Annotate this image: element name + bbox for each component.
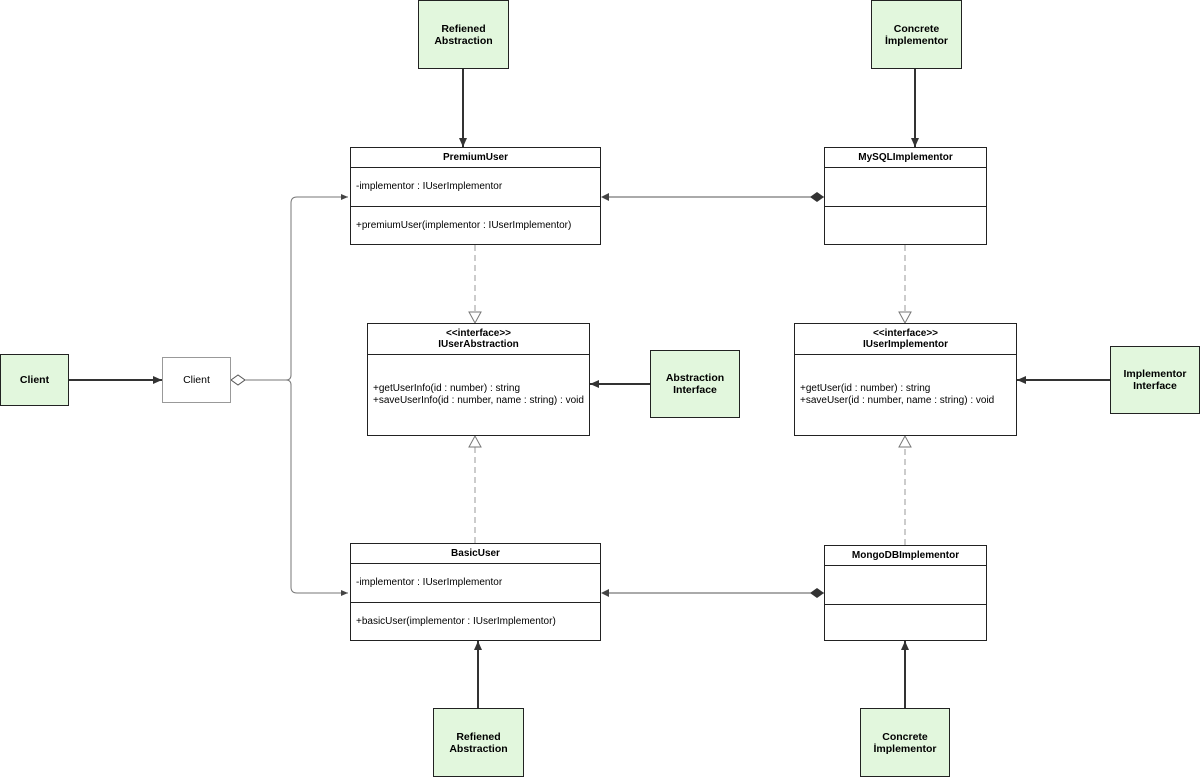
note-line: Abstraction <box>434 34 493 47</box>
attribute: -implementor : IUserImplementor <box>356 577 503 588</box>
client-box: Client <box>162 357 231 403</box>
interface-iuserimplementor: <<interface>> IUserImplementor +getUser(… <box>794 323 1017 436</box>
note-client: Client <box>0 354 69 406</box>
note-line: Concrete <box>882 730 928 743</box>
class-attributes <box>825 566 986 605</box>
aggregation-branch <box>245 194 348 381</box>
note-line: Refiened <box>456 730 501 743</box>
class-name: IUserAbstraction <box>438 339 519 350</box>
note-line: Client <box>19 374 50 386</box>
attribute: -implementor : IUserImplementor <box>356 181 503 192</box>
class-methods: +getUser(id : number) : string +saveUser… <box>795 355 1016 435</box>
method: +saveUserInfo(id : number, name : string… <box>373 395 584 406</box>
class-name: MySQLImplementor <box>858 152 953 163</box>
class-methods <box>825 605 986 640</box>
class-name: BasicUser <box>451 548 500 559</box>
stereotype: <<interface>> <box>445 328 512 339</box>
note-line: Interface <box>673 384 717 396</box>
note-line: Abstraction <box>449 742 508 755</box>
note-line: İmplementor <box>884 34 948 47</box>
class-header: PremiumUser <box>351 148 600 168</box>
class-methods: +getUserInfo(id : number) : string +save… <box>368 355 589 435</box>
note-line: Implementor <box>1123 368 1187 380</box>
method: +saveUser(id : number, name : string) : … <box>800 395 995 406</box>
note-line: Abstraction <box>665 372 725 384</box>
method: +getUserInfo(id : number) : string <box>373 383 521 394</box>
class-header: MySQLImplementor <box>825 148 986 168</box>
class-header: <<interface>> IUserImplementor <box>795 324 1016 355</box>
class-name: IUserImplementor <box>862 339 949 350</box>
class-header: BasicUser <box>351 544 600 564</box>
class-name: MongoDBImplementor <box>851 550 960 561</box>
composition-arrowhead-basicuser <box>601 589 609 597</box>
aggregation-branch-bottom <box>285 379 348 596</box>
class-basicuser: BasicUser -implementor : IUserImplemento… <box>350 543 601 641</box>
interface-iuserabstraction: <<interface>> IUserAbstraction +getUserI… <box>367 323 590 436</box>
class-mysqlimplementor: MySQLImplementor <box>824 147 987 245</box>
class-methods: +premiumUser(implementor : IUserImplemen… <box>351 207 600 244</box>
note-line: Interface <box>1133 380 1177 392</box>
class-premiumuser: PremiumUser -implementor : IUserImplemen… <box>350 147 601 245</box>
note-line: Refiened <box>441 22 486 35</box>
class-attributes: -implementor : IUserImplementor <box>351 564 600 603</box>
stereotype: <<interface>> <box>872 328 939 339</box>
composition-arrowhead-premiumuser <box>601 193 609 201</box>
method: +premiumUser(implementor : IUserImplemen… <box>356 219 572 231</box>
class-header: <<interface>> IUserAbstraction <box>368 324 589 355</box>
note-line: İmplementor <box>873 742 937 755</box>
class-mongodbimplementor: MongoDBImplementor <box>824 545 987 641</box>
client-box-label: Client <box>183 374 210 386</box>
class-attributes: -implementor : IUserImplementor <box>351 168 600 207</box>
class-header: MongoDBImplementor <box>825 546 986 566</box>
class-methods: +basicUser(implementor : IUserImplemento… <box>351 603 600 640</box>
method: +getUser(id : number) : string <box>800 383 931 394</box>
note-line: Concrete <box>893 22 940 35</box>
class-attributes <box>825 168 986 207</box>
class-methods <box>825 207 986 244</box>
class-name: PremiumUser <box>442 152 509 163</box>
aggregation-diamond <box>230 374 246 386</box>
method: +basicUser(implementor : IUserImplemento… <box>356 615 556 627</box>
